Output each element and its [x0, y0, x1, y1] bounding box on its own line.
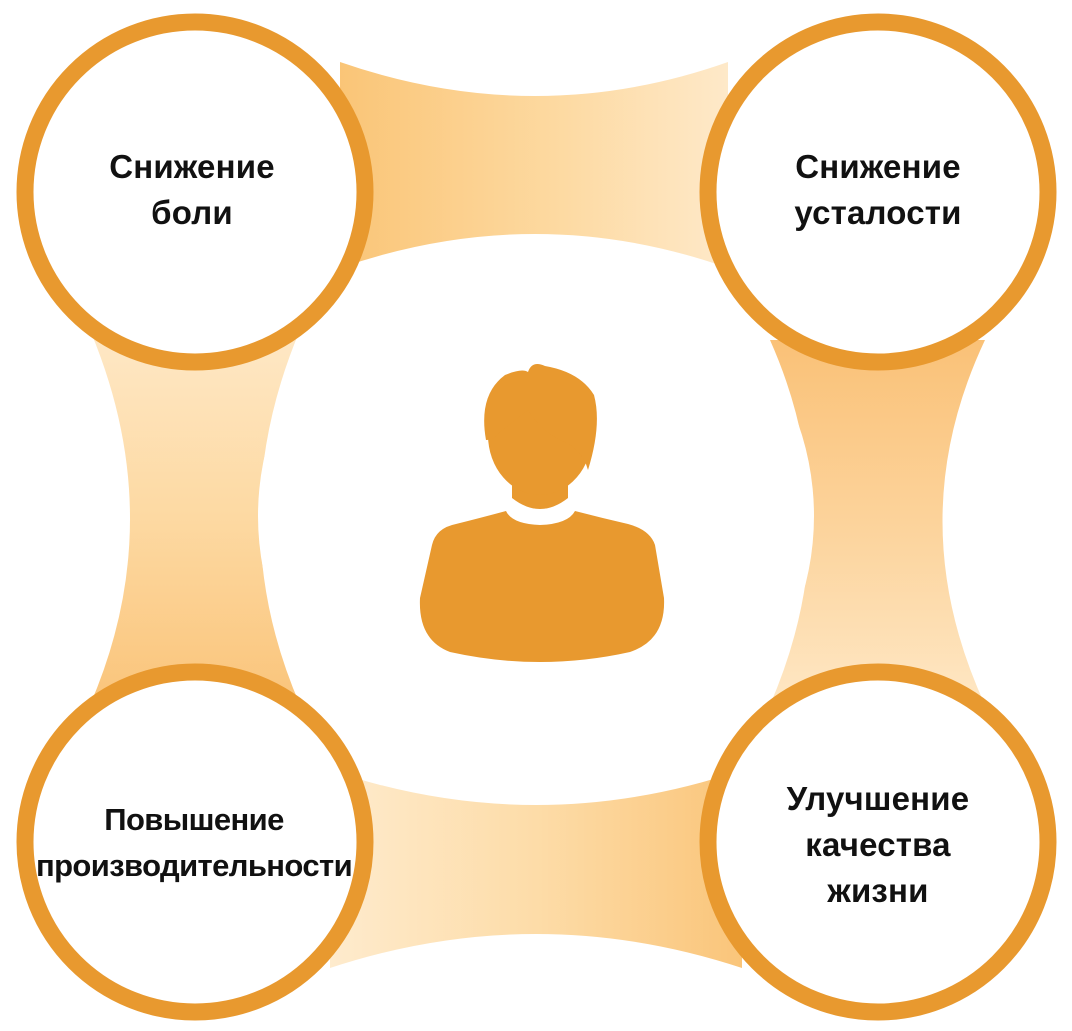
node-label-line: жизни [827, 872, 929, 909]
connector-band-left [90, 330, 300, 705]
connector-band-right [770, 340, 985, 705]
node-label-line: усталости [794, 194, 962, 231]
node-label-top-right: Снижение усталости [708, 130, 1048, 250]
circle-top-right [699, 13, 1057, 371]
node-label-line: Снижение [795, 148, 961, 185]
node-label-bottom-left: Повышение производительности [0, 788, 388, 898]
node-label-line: качества [805, 826, 951, 863]
center-disc [258, 238, 814, 794]
node-label-top-left: Снижение боли [22, 130, 362, 250]
connector-band-top [340, 62, 728, 268]
person-icon [419, 364, 665, 662]
node-label-bottom-right: Улучшение качества жизни [708, 770, 1048, 920]
circle-top-left [16, 13, 374, 371]
node-label-line: боли [151, 194, 233, 231]
node-label-line: Повышение [104, 802, 284, 837]
node-label-line: Снижение [109, 148, 275, 185]
person-hair [484, 364, 597, 470]
node-label-line: производительности [35, 848, 353, 883]
connector-band-bottom [330, 770, 742, 968]
node-label-line: Улучшение [786, 780, 970, 817]
circle-bottom-right [699, 663, 1057, 1021]
circle-bottom-left [16, 663, 374, 1021]
person-body [419, 511, 665, 662]
